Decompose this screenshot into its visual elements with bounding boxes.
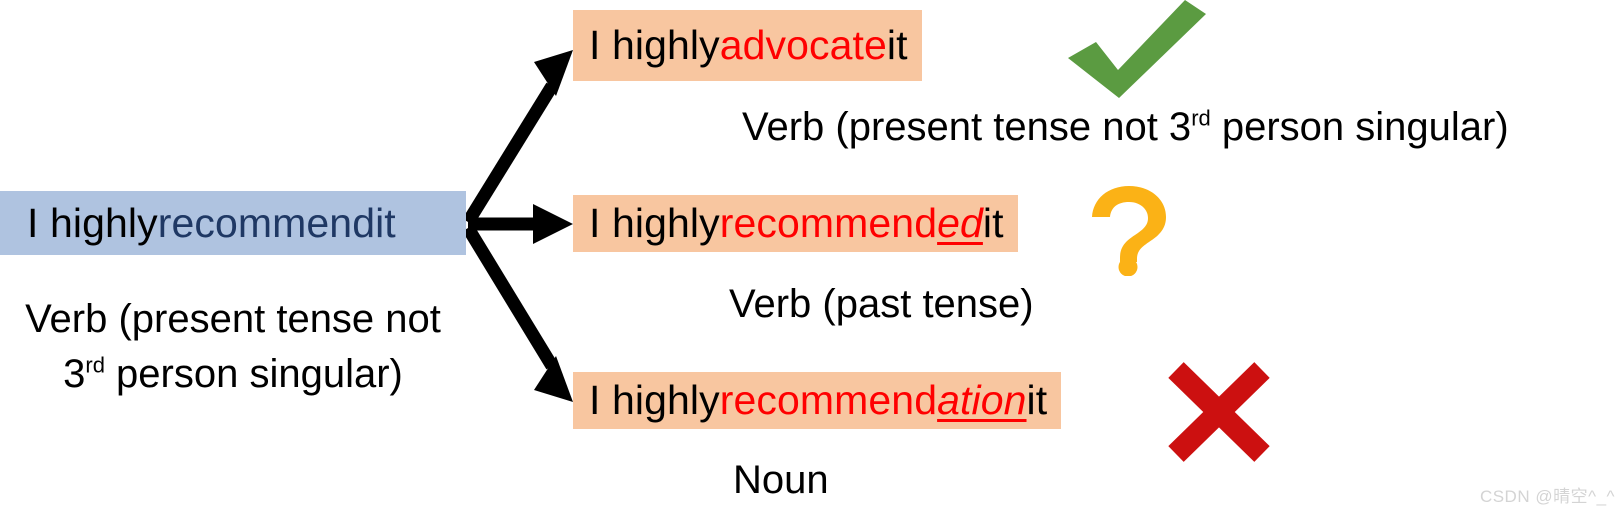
source-phrase-box[interactable]: I highly recommend it: [0, 191, 466, 255]
recommendation-prefix-text: I highly: [589, 377, 720, 423]
csdn-watermark: CSDN @晴空^_^: [1479, 487, 1615, 506]
recommendation-morpheme-text: ation: [937, 377, 1027, 423]
source-caption-ordinal-number: 3: [63, 352, 86, 397]
recommended-morpheme-text: ed: [937, 200, 983, 246]
caption-recommendation: Noun: [733, 453, 829, 508]
caption-advocate-post: person singular): [1210, 105, 1509, 149]
recommendation-suffix-text: it: [1026, 377, 1048, 423]
advocate-keyword-text: advocate: [719, 22, 887, 68]
source-caption-ordinal-suffix: rd: [85, 352, 105, 378]
recommended-prefix-text: I highly: [589, 200, 720, 246]
check-icon: [1068, 0, 1206, 98]
source-caption: Verb (present tense not 3rd person singu…: [0, 292, 466, 402]
caption-advocate: Verb (present tense not 3rd person singu…: [742, 100, 1509, 155]
source-keyword-text: recommend: [157, 199, 376, 246]
caption-recommended-pre: Verb (past tense): [729, 282, 1034, 326]
arrow-to-recommended: [468, 204, 573, 244]
recommended-suffix-text: it: [982, 200, 1004, 246]
recommendation-keyword-text: recommend: [719, 377, 938, 423]
cross-icon: [1168, 362, 1270, 462]
source-prefix-text: I highly: [27, 199, 158, 246]
arrow-to-recommendation: [462, 224, 573, 402]
caption-advocate-pre: Verb (present tense not 3: [742, 105, 1192, 149]
target-phrase-box-advocate[interactable]: I highly advocate it: [573, 10, 922, 81]
caption-recommended: Verb (past tense): [729, 277, 1034, 332]
source-suffix-text: it: [375, 199, 396, 246]
advocate-suffix-text: it: [886, 22, 908, 68]
source-caption-line2-rest: person singular): [104, 352, 403, 397]
arrow-to-advocate: [462, 50, 573, 226]
source-caption-line1: Verb (present tense not: [25, 297, 441, 341]
caption-advocate-ordinal-suffix: rd: [1191, 105, 1211, 131]
recommended-keyword-text: recommend: [719, 200, 938, 246]
question-mark-icon: [1092, 186, 1166, 276]
caption-recommendation-pre: Noun: [733, 458, 829, 502]
advocate-prefix-text: I highly: [589, 22, 720, 68]
